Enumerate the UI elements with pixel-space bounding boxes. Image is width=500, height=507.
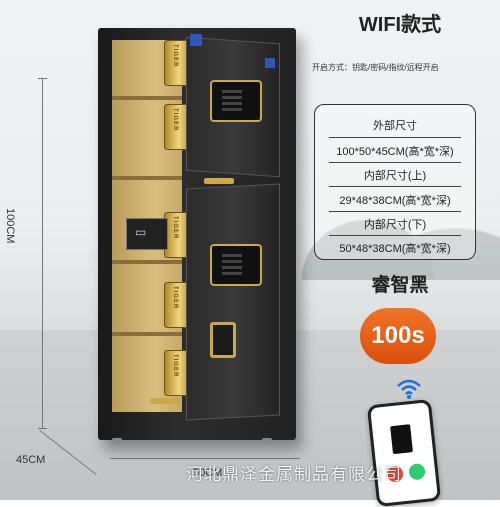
safe-shelf <box>112 96 182 100</box>
spec-divider <box>329 235 461 236</box>
phone-icon <box>366 398 442 507</box>
inner-lockbox <box>126 218 168 250</box>
spec-divider <box>329 162 461 163</box>
spec-divider <box>329 186 461 187</box>
price-badge: 100s <box>360 308 436 364</box>
keypad-icon[interactable] <box>210 244 262 286</box>
brand-logo-icon <box>190 34 202 46</box>
outer-size-label: 外部尺寸 <box>373 120 417 132</box>
door-hinge <box>204 178 234 184</box>
safe-shelf <box>112 176 182 180</box>
inner-top-value: 29*48*38CM(高*宽*深) <box>339 195 451 207</box>
color-name: 睿智黑 <box>371 275 429 296</box>
page-title: WIFI款式 <box>358 14 442 36</box>
safe-app-icon <box>390 424 413 455</box>
handle-icon[interactable] <box>210 322 236 358</box>
inner-bottom-value: 50*48*38CM(高*宽*深) <box>339 243 451 255</box>
height-dimension-tick <box>38 428 47 429</box>
bolt-label: TIGER <box>172 354 178 378</box>
bolt-label: TIGER <box>172 44 178 68</box>
watermark: 河北鼎泽金属制品有限公司 <box>186 465 402 484</box>
keypad-icon[interactable] <box>210 80 262 122</box>
safe-foot <box>112 438 122 444</box>
background-scenery <box>280 160 500 280</box>
bolt-label: TIGER <box>172 216 178 240</box>
safe-shelf <box>112 260 182 264</box>
height-dimension-tick <box>38 78 47 79</box>
spec-box: 外部尺寸 100*50*45CM(高*宽*深) 内部尺寸(上) 29*48*38… <box>314 104 476 260</box>
door-hinge <box>150 398 180 404</box>
safe-foot <box>262 438 272 444</box>
wifi-icon <box>396 378 422 406</box>
safe-shelf <box>112 332 182 336</box>
spec-divider <box>329 137 461 138</box>
brand-logo-icon <box>265 58 275 68</box>
app-button <box>408 462 426 481</box>
bolt-label: TIGER <box>172 286 178 310</box>
inner-bottom-label: 内部尺寸(下) <box>363 219 427 231</box>
height-label: 100CM <box>4 208 16 244</box>
open-modes-text: 开启方式：钥匙/密码/指纹/远程开启 <box>312 63 439 72</box>
width-dimension-line <box>110 458 300 459</box>
safe-lower-door[interactable] <box>186 183 280 421</box>
depth-label: 45CM <box>16 454 46 466</box>
spec-divider <box>329 211 461 212</box>
inner-top-label: 内部尺寸(上) <box>363 170 427 182</box>
outer-size-value: 100*50*45CM(高*宽*深) <box>336 146 454 158</box>
bolt-label: TIGER <box>172 108 178 132</box>
width-label: 50CM <box>193 467 223 479</box>
height-dimension-line <box>42 78 43 428</box>
